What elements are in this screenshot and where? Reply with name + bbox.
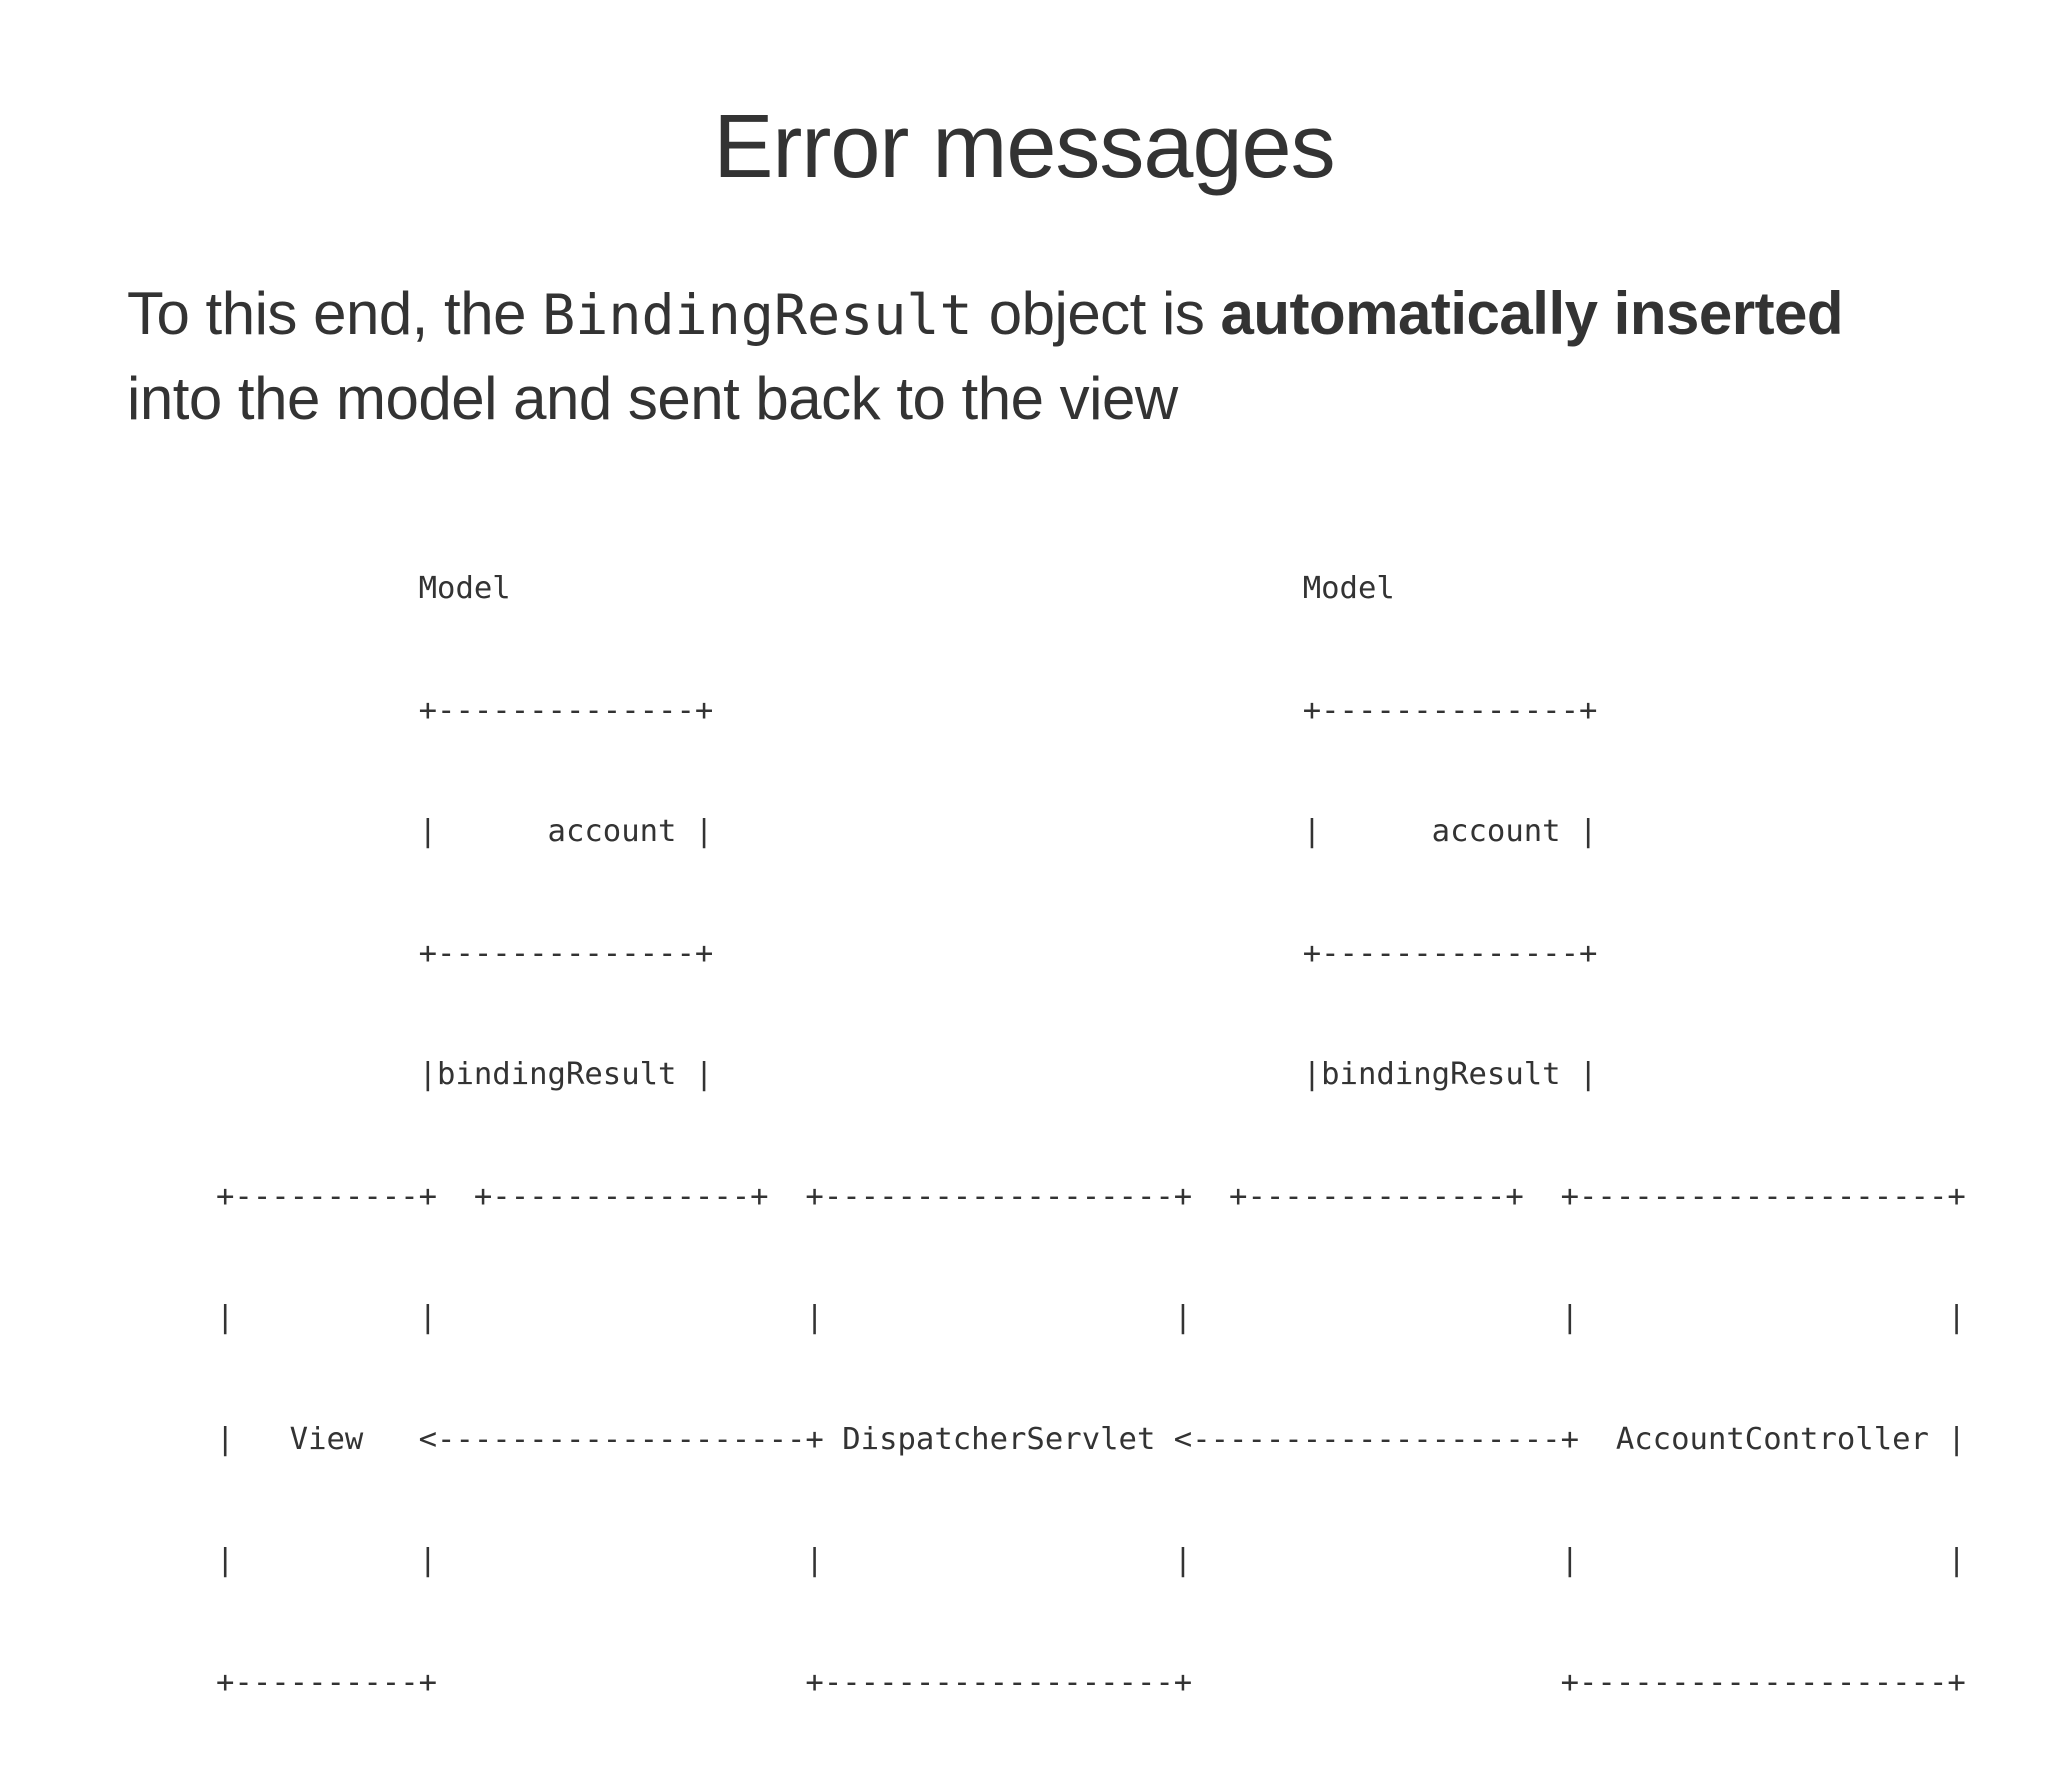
- paragraph-text-2: object is: [972, 280, 1221, 347]
- paragraph-text-3: into the model and sent back to the view: [127, 365, 1178, 432]
- diagram-line: +--------------+ +--------------+: [216, 692, 1598, 728]
- diagram-line: Model Model: [216, 571, 1395, 606]
- diagram-line: |bindingResult | |bindingResult |: [216, 1057, 1598, 1092]
- diagram-line: | | | | | |: [216, 1300, 1966, 1335]
- paragraph-text-1: To this end, the: [127, 280, 543, 347]
- diagram-line: +----------+ +-------------------+ +----…: [216, 1664, 1966, 1700]
- diagram-line: | | | | | |: [216, 1543, 1966, 1578]
- body-paragraph: To this end, the BindingResult object is…: [127, 272, 1947, 441]
- inline-code-bindingresult: BindingResult: [542, 283, 973, 347]
- slide-title: Error messages: [713, 97, 1335, 197]
- bold-text: automatically inserted: [1220, 280, 1844, 347]
- diagram-line: | account | | account |: [216, 814, 1598, 849]
- diagram-line: | View <--------------------+ Dispatcher…: [216, 1421, 1966, 1457]
- slide: Error messages To this end, the BindingR…: [127, 97, 1966, 1700]
- ascii-diagram: Model Model +--------------+ +----------…: [216, 488, 1966, 1784]
- diagram-line: +----------+ +--------------+ +---------…: [216, 1178, 1966, 1214]
- diagram-line: +--------------+ +--------------+: [216, 935, 1598, 971]
